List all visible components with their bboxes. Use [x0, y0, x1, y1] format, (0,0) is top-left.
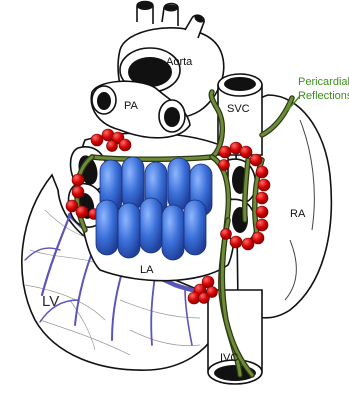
ablation-lesion — [256, 192, 268, 204]
balloon — [168, 158, 190, 210]
label-aorta: Aorta — [166, 56, 192, 68]
ablation-lesion — [256, 219, 268, 231]
ablation-lesion — [76, 206, 88, 218]
ablation-lesion — [91, 134, 103, 146]
balloon — [162, 205, 184, 260]
balloon-group — [96, 157, 212, 260]
ablation-lesion — [119, 139, 131, 151]
ablation-lesion — [240, 146, 252, 158]
ablation-lesion — [107, 141, 118, 152]
label-pa: PA — [124, 100, 138, 112]
ablation-lesion — [219, 160, 230, 171]
label-la: LA — [140, 264, 153, 276]
ablation-lesion — [230, 236, 242, 248]
label-ivc: IVC — [220, 352, 238, 364]
balloon — [122, 157, 144, 209]
ablation-lesion — [188, 292, 200, 304]
ablation-lesion — [242, 238, 254, 250]
balloon — [96, 200, 118, 255]
balloon — [118, 203, 140, 258]
ablation-lesion — [221, 229, 232, 240]
ablation-lesion — [256, 166, 268, 178]
ablation-lesion — [207, 287, 218, 298]
ablation-lesion — [256, 206, 268, 218]
ablation-lesion — [72, 186, 84, 198]
ablation-lesion — [258, 179, 270, 191]
ablation-lesion — [72, 174, 84, 186]
label-pericardial: Pericardial — [298, 76, 349, 88]
label-reflections: Reflections — [298, 90, 349, 102]
balloon — [140, 198, 162, 253]
balloon — [184, 200, 206, 255]
label-svc: SVC — [227, 103, 250, 115]
ablation-lesion — [250, 154, 262, 166]
label-ra: RA — [290, 208, 305, 220]
ablation-lesion — [219, 146, 231, 158]
label-lv: LV — [42, 293, 59, 310]
